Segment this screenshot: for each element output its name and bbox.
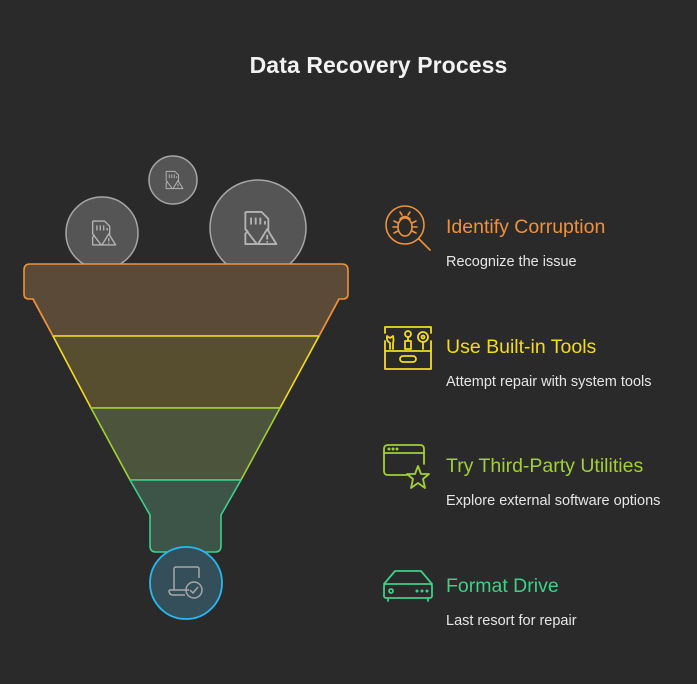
funnel-layer-3 xyxy=(89,407,282,481)
window-star-icon xyxy=(383,444,430,489)
bug-search-icon xyxy=(385,205,431,251)
input-bubble xyxy=(209,179,307,277)
funnel-layer-4 xyxy=(129,479,242,553)
step-description: Recognize the issue xyxy=(446,254,577,270)
input-bubble xyxy=(148,155,198,205)
step-label: Identify Corruption xyxy=(446,216,606,238)
output-bubble xyxy=(149,546,223,620)
funnel-layer-2 xyxy=(51,335,321,409)
step-label: Use Built-in Tools xyxy=(446,336,597,358)
step-label: Format Drive xyxy=(446,575,559,597)
step-description: Attempt repair with system tools xyxy=(446,374,652,390)
step-label: Try Third-Party Utilities xyxy=(446,455,644,477)
funnel-layer-1 xyxy=(23,263,349,337)
laptop-check-icon xyxy=(168,566,203,599)
hard-drive-icon xyxy=(383,570,433,602)
input-bubble xyxy=(65,196,139,270)
toolbox-icon xyxy=(384,326,432,370)
step-description: Explore external software options xyxy=(446,493,661,509)
step-description: Last resort for repair xyxy=(446,613,577,629)
page-title: Data Recovery Process xyxy=(249,52,508,78)
